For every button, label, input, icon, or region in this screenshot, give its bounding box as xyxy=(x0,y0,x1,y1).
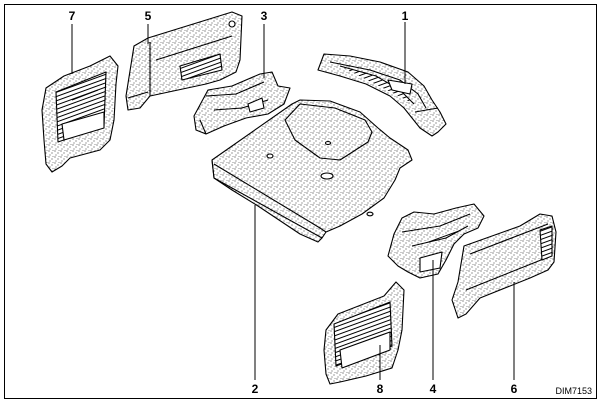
callout-numbers: 1 2 3 4 5 6 7 8 xyxy=(69,9,518,396)
callout-8: 8 xyxy=(377,382,384,396)
part-7-left-trim-panel xyxy=(41,55,119,173)
part-8-right-trim-panel xyxy=(323,281,405,385)
callout-5: 5 xyxy=(145,9,152,23)
callout-4: 4 xyxy=(430,382,437,396)
callout-6: 6 xyxy=(511,382,518,396)
part-3-left-rear-bracket xyxy=(193,71,291,135)
part-4-right-rear-bracket xyxy=(387,203,485,279)
leader-lines xyxy=(71,22,515,380)
figure-code: DIM7153 xyxy=(555,386,592,396)
callout-2: 2 xyxy=(252,382,259,396)
part-5-left-side-panel xyxy=(125,11,243,111)
callout-7: 7 xyxy=(69,9,76,23)
diagram-frame xyxy=(4,4,597,399)
callout-3: 3 xyxy=(261,9,268,23)
part-2-boot-floor xyxy=(211,99,413,243)
part-1-scuttle-panel xyxy=(317,53,447,137)
part-6-right-side-panel xyxy=(451,213,557,319)
callout-1: 1 xyxy=(402,9,409,23)
